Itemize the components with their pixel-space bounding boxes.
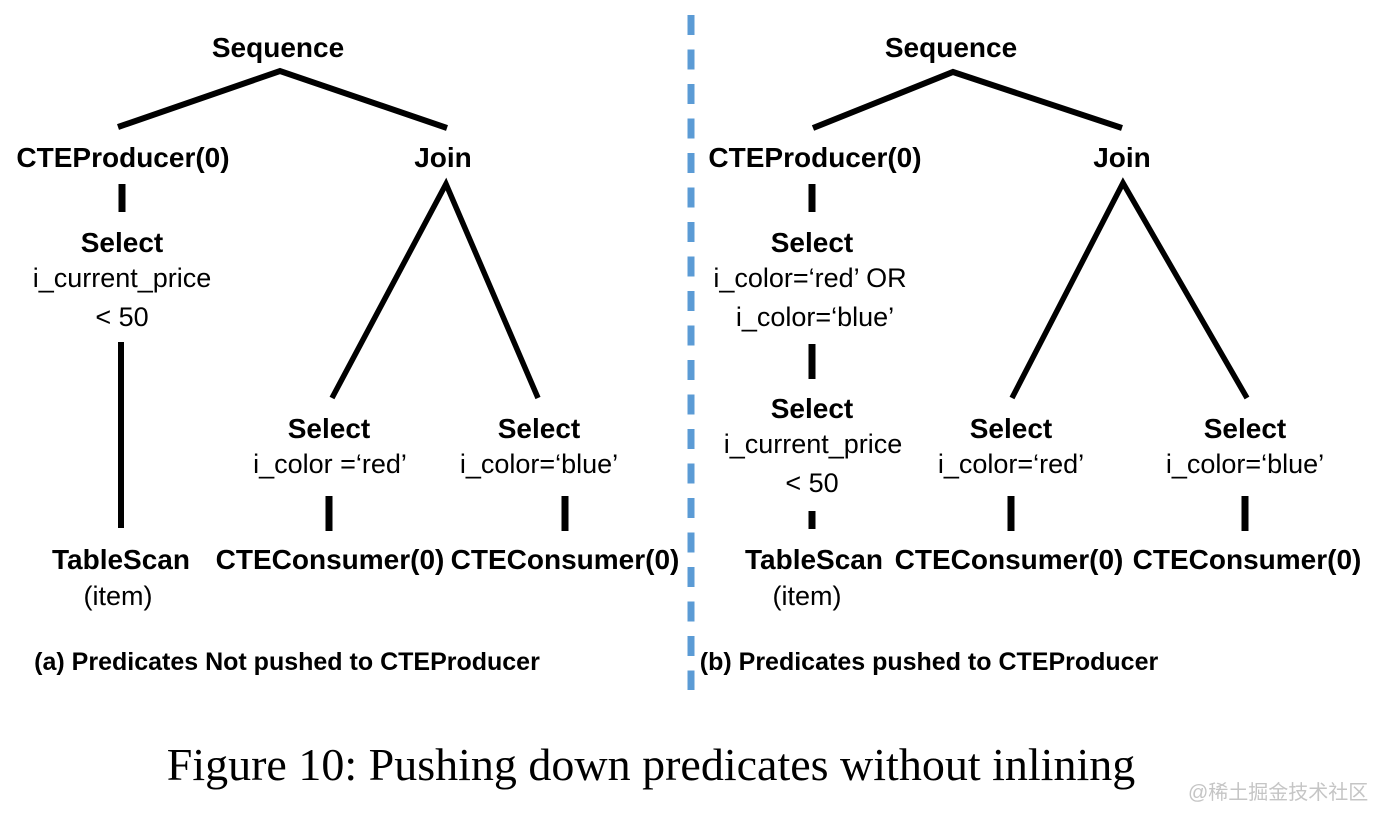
a-node-join: Join [414, 142, 472, 173]
a-node-select-price-pred2: < 50 [95, 302, 149, 332]
b-node-select-price-label: Select [770, 393, 854, 424]
b-node-select-or-label: Select [770, 227, 854, 258]
a-node-sequence: Sequence [211, 32, 345, 63]
a-node-select-blue-pred: i_color=‘blue’ [459, 449, 619, 479]
b-node-cteproducer: CTEProducer(0) [708, 142, 922, 173]
b-node-select-price-pred1: i_current_price [723, 429, 903, 459]
a-node-cteconsumer-right: CTEConsumer(0) [450, 544, 680, 575]
b-node-cteconsumer-right: CTEConsumer(0) [1132, 544, 1362, 575]
edge-a-join-branches [329, 177, 541, 400]
b-node-select-or-pred1: i_color=‘red’ OR [713, 263, 907, 293]
subcaption-b: (b) Predicates pushed to CTEProducer [699, 648, 1159, 676]
a-node-cteproducer: CTEProducer(0) [16, 142, 230, 173]
a-node-cteconsumer-left: CTEConsumer(0) [215, 544, 445, 575]
subcaption-a: (a) Predicates Not pushed to CTEProducer [34, 648, 540, 676]
figure-caption: Figure 10: Pushing down predicates witho… [166, 739, 1136, 790]
b-node-sequence: Sequence [884, 32, 1018, 63]
edge-b-join-branches [1009, 177, 1250, 400]
a-node-select-red-pred: i_color =‘red’ [253, 449, 407, 479]
b-node-select-price-pred2: < 50 [785, 468, 839, 498]
b-node-select-or-pred2: i_color=‘blue’ [735, 302, 895, 332]
edge-b-sequence-branches [811, 68, 1123, 131]
b-node-tablescan-detail: (item) [772, 581, 842, 611]
b-node-select-red-label: Select [969, 413, 1053, 444]
a-node-select-price-pred1: i_current_price [32, 263, 212, 293]
watermark: @稀土掘金技术社区 [1188, 782, 1369, 804]
a-node-select-red-label: Select [287, 413, 371, 444]
b-node-join: Join [1093, 142, 1151, 173]
a-node-select-price-label: Select [80, 227, 164, 258]
b-node-select-blue-label: Select [1203, 413, 1287, 444]
b-node-select-red-pred: i_color=‘red’ [937, 449, 1085, 479]
b-node-tablescan-label: TableScan [745, 544, 883, 575]
edge-a-sequence-branches [117, 67, 448, 131]
a-node-tablescan-label: TableScan [52, 544, 190, 575]
a-node-select-blue-label: Select [497, 413, 581, 444]
a-node-tablescan-detail: (item) [83, 581, 153, 611]
b-node-cteconsumer-left: CTEConsumer(0) [894, 544, 1124, 575]
b-node-select-blue-pred: i_color=‘blue’ [1165, 449, 1325, 479]
